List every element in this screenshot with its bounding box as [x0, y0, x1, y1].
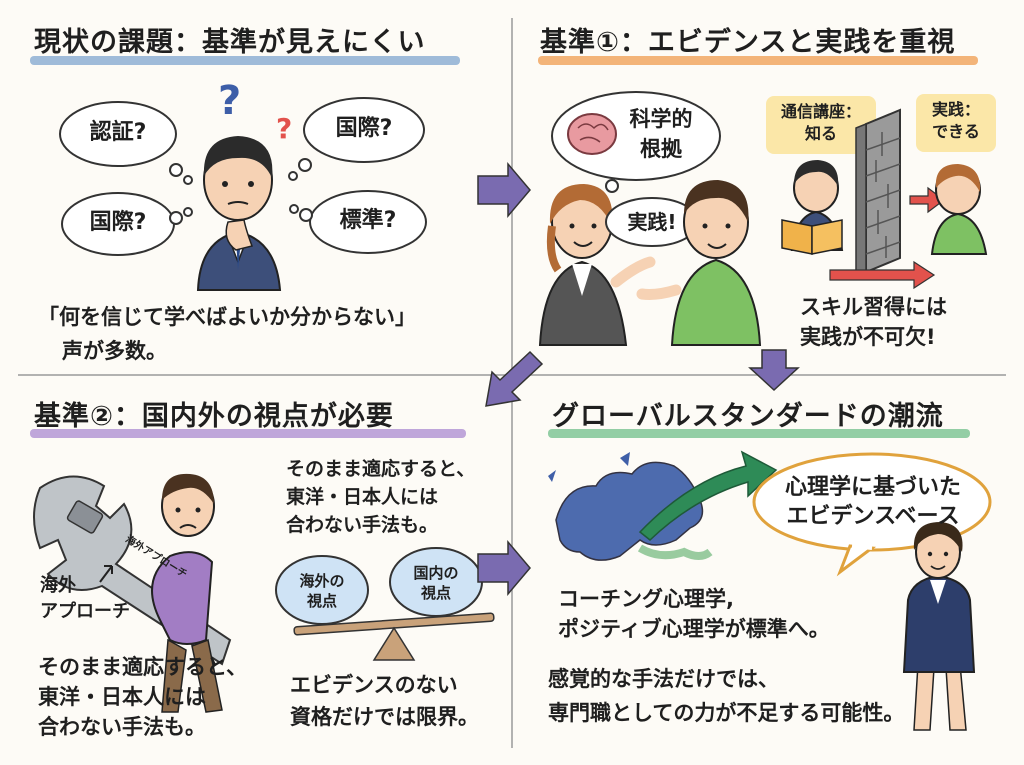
panel2-caption-2: 実践が不可欠!	[800, 325, 936, 349]
bubble-kokunai-line2: 視点	[420, 584, 451, 602]
panel4-text2-line1: 感覚的な手法だけでは、	[548, 667, 779, 691]
bubble-kokunai-line1: 国内の	[413, 564, 459, 582]
businesswoman-figure	[902, 522, 976, 731]
bubble-line1: 心理学に基づいた	[784, 475, 961, 500]
note-jissen-line1: 実践：	[931, 100, 980, 119]
wrench-label-1: 海外	[40, 575, 76, 596]
thought-cloud-4	[289, 190, 427, 254]
panel3-bottom-left-line2: 東洋・日本人には	[38, 685, 206, 709]
panel3-top-line3: 合わない手法も。	[286, 514, 439, 536]
note-jissen	[916, 94, 996, 152]
cloud-text-kokusai-2: 国際?	[89, 210, 147, 235]
brick-wall	[855, 108, 901, 274]
woman-figure	[538, 184, 656, 346]
question-mark-icon: ?	[276, 112, 293, 145]
panel3-title: 基準②：国内外の視点が必要	[34, 401, 394, 432]
book-icon	[781, 219, 813, 255]
bubble-kaigai-line2: 視点	[306, 592, 337, 610]
wrench-figure	[33, 473, 232, 713]
panel4-title: グローバルスタンダードの潮流	[552, 401, 944, 432]
brain-label-line2: 根拠	[640, 137, 682, 161]
panel3-bottom-right-line1: エビデンスのない	[290, 673, 458, 697]
europe-map	[548, 452, 713, 561]
panel1-title: 現状の課題：基準が見えにくい	[34, 27, 426, 58]
wrench-label-2: アプローチ	[40, 601, 130, 622]
bubble-kaigai	[275, 555, 369, 625]
panel2-title: 基準①：エビデンスと実践を重視	[540, 27, 956, 58]
thought-cloud-1	[59, 101, 193, 185]
panel4-text1-line2: ポジティブ心理学が標準へ。	[558, 617, 830, 641]
green-curved-arrow	[638, 450, 778, 541]
panel3-top-line2: 東洋・日本人には	[286, 486, 439, 508]
panel3-bottom-left-line1: そのまま適応すると、	[38, 655, 248, 679]
title-underline-2	[538, 56, 978, 65]
happy-girl-figure	[930, 164, 988, 255]
brain-cloud	[551, 91, 721, 203]
panel3-bottom-left-line3: 合わない手法も。	[38, 715, 206, 739]
cloud-text-kokusai-1: 国際?	[335, 116, 393, 141]
worried-man-figure	[196, 136, 282, 291]
cloud-text-ninsho: 認証?	[89, 120, 147, 145]
thought-cloud-2	[288, 97, 425, 181]
panel4-text2-line2: 専門職としての力が不足する可能性。	[548, 701, 905, 725]
panel3-top-line1: そのまま適応すると、	[286, 458, 476, 480]
note-jissen-line2: できる	[932, 122, 980, 141]
panel1-quote-sub: 声が多数。	[62, 339, 167, 363]
note-tsushin-line2: 知る	[804, 124, 837, 143]
brain-label-line1: 科学的	[629, 107, 693, 131]
arrow-right-1	[477, 161, 531, 219]
arrow-right-2	[477, 539, 531, 597]
title-underline-3	[30, 429, 466, 438]
cloud-text-hyojun: 標準?	[339, 208, 397, 233]
note-tsushin-line1: 通信講座：	[780, 102, 861, 121]
title-underline-4	[548, 429, 970, 438]
bubble-kaigai-line1: 海外の	[299, 572, 345, 590]
red-arrow-long	[829, 260, 936, 290]
panel3-bottom-right-line2: 資格だけでは限界。	[290, 705, 479, 729]
arrow-down	[748, 349, 800, 392]
bubble-line2: エビデンスベース	[786, 504, 960, 529]
panel1-quote: 「何を信じて学べばよいか分からない」	[38, 305, 416, 329]
thought-cloud-3	[61, 192, 193, 256]
title-underline-1	[30, 56, 460, 65]
panel4-text1-line1: コーチング心理学,	[558, 587, 734, 611]
reading-boy-figure	[781, 160, 844, 255]
question-mark-icon: ?	[218, 78, 242, 124]
speech-jissen: 実践!	[627, 210, 677, 234]
seesaw	[293, 612, 495, 661]
arrow-down-left	[485, 350, 544, 407]
brain-icon	[567, 113, 617, 155]
note-tsushin	[766, 96, 876, 154]
panel2-caption-1: スキル習得には	[800, 295, 947, 319]
man-green-figure	[636, 180, 762, 346]
